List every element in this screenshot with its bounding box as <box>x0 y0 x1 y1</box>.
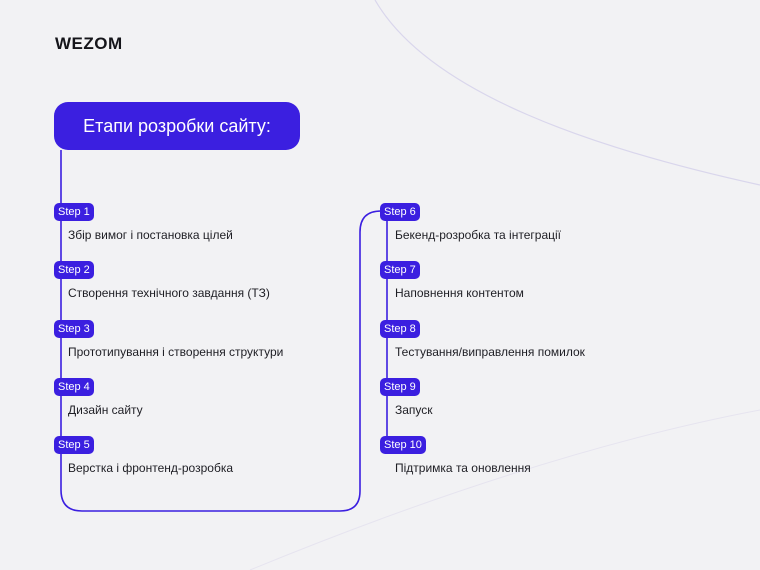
step-2-label: Створення технічного завдання (ТЗ) <box>68 286 270 300</box>
step-7-label: Наповнення контентом <box>395 286 524 300</box>
step-4-label: Дизайн сайту <box>68 403 143 417</box>
step-10-label: Підтримка та оновлення <box>395 461 531 475</box>
title-box: Етапи розробки сайту: <box>54 102 300 150</box>
step-6-badge: Step 6 <box>380 203 420 221</box>
step-9-label: Запуск <box>395 403 433 417</box>
step-4-badge: Step 4 <box>54 378 94 396</box>
step-2-badge: Step 2 <box>54 261 94 279</box>
step-9-badge: Step 9 <box>380 378 420 396</box>
step-10-badge: Step 10 <box>380 436 426 454</box>
step-5-badge: Step 5 <box>54 436 94 454</box>
step-3-badge: Step 3 <box>54 320 94 338</box>
step-8-label: Тестування/виправлення помилок <box>395 345 585 359</box>
step-1-label: Збір вимог і постановка цілей <box>68 228 233 242</box>
step-1-badge: Step 1 <box>54 203 94 221</box>
step-7-badge: Step 7 <box>380 261 420 279</box>
step-3-label: Прототипування і створення структури <box>68 345 284 359</box>
step-8-badge: Step 8 <box>380 320 420 338</box>
brand-logo: WEZOM <box>55 34 123 53</box>
step-6-label: Бекенд-розробка та інтеграції <box>395 228 561 242</box>
step-5-label: Верстка і фронтенд-розробка <box>68 461 233 475</box>
page-title: Етапи розробки сайту: <box>83 115 271 136</box>
